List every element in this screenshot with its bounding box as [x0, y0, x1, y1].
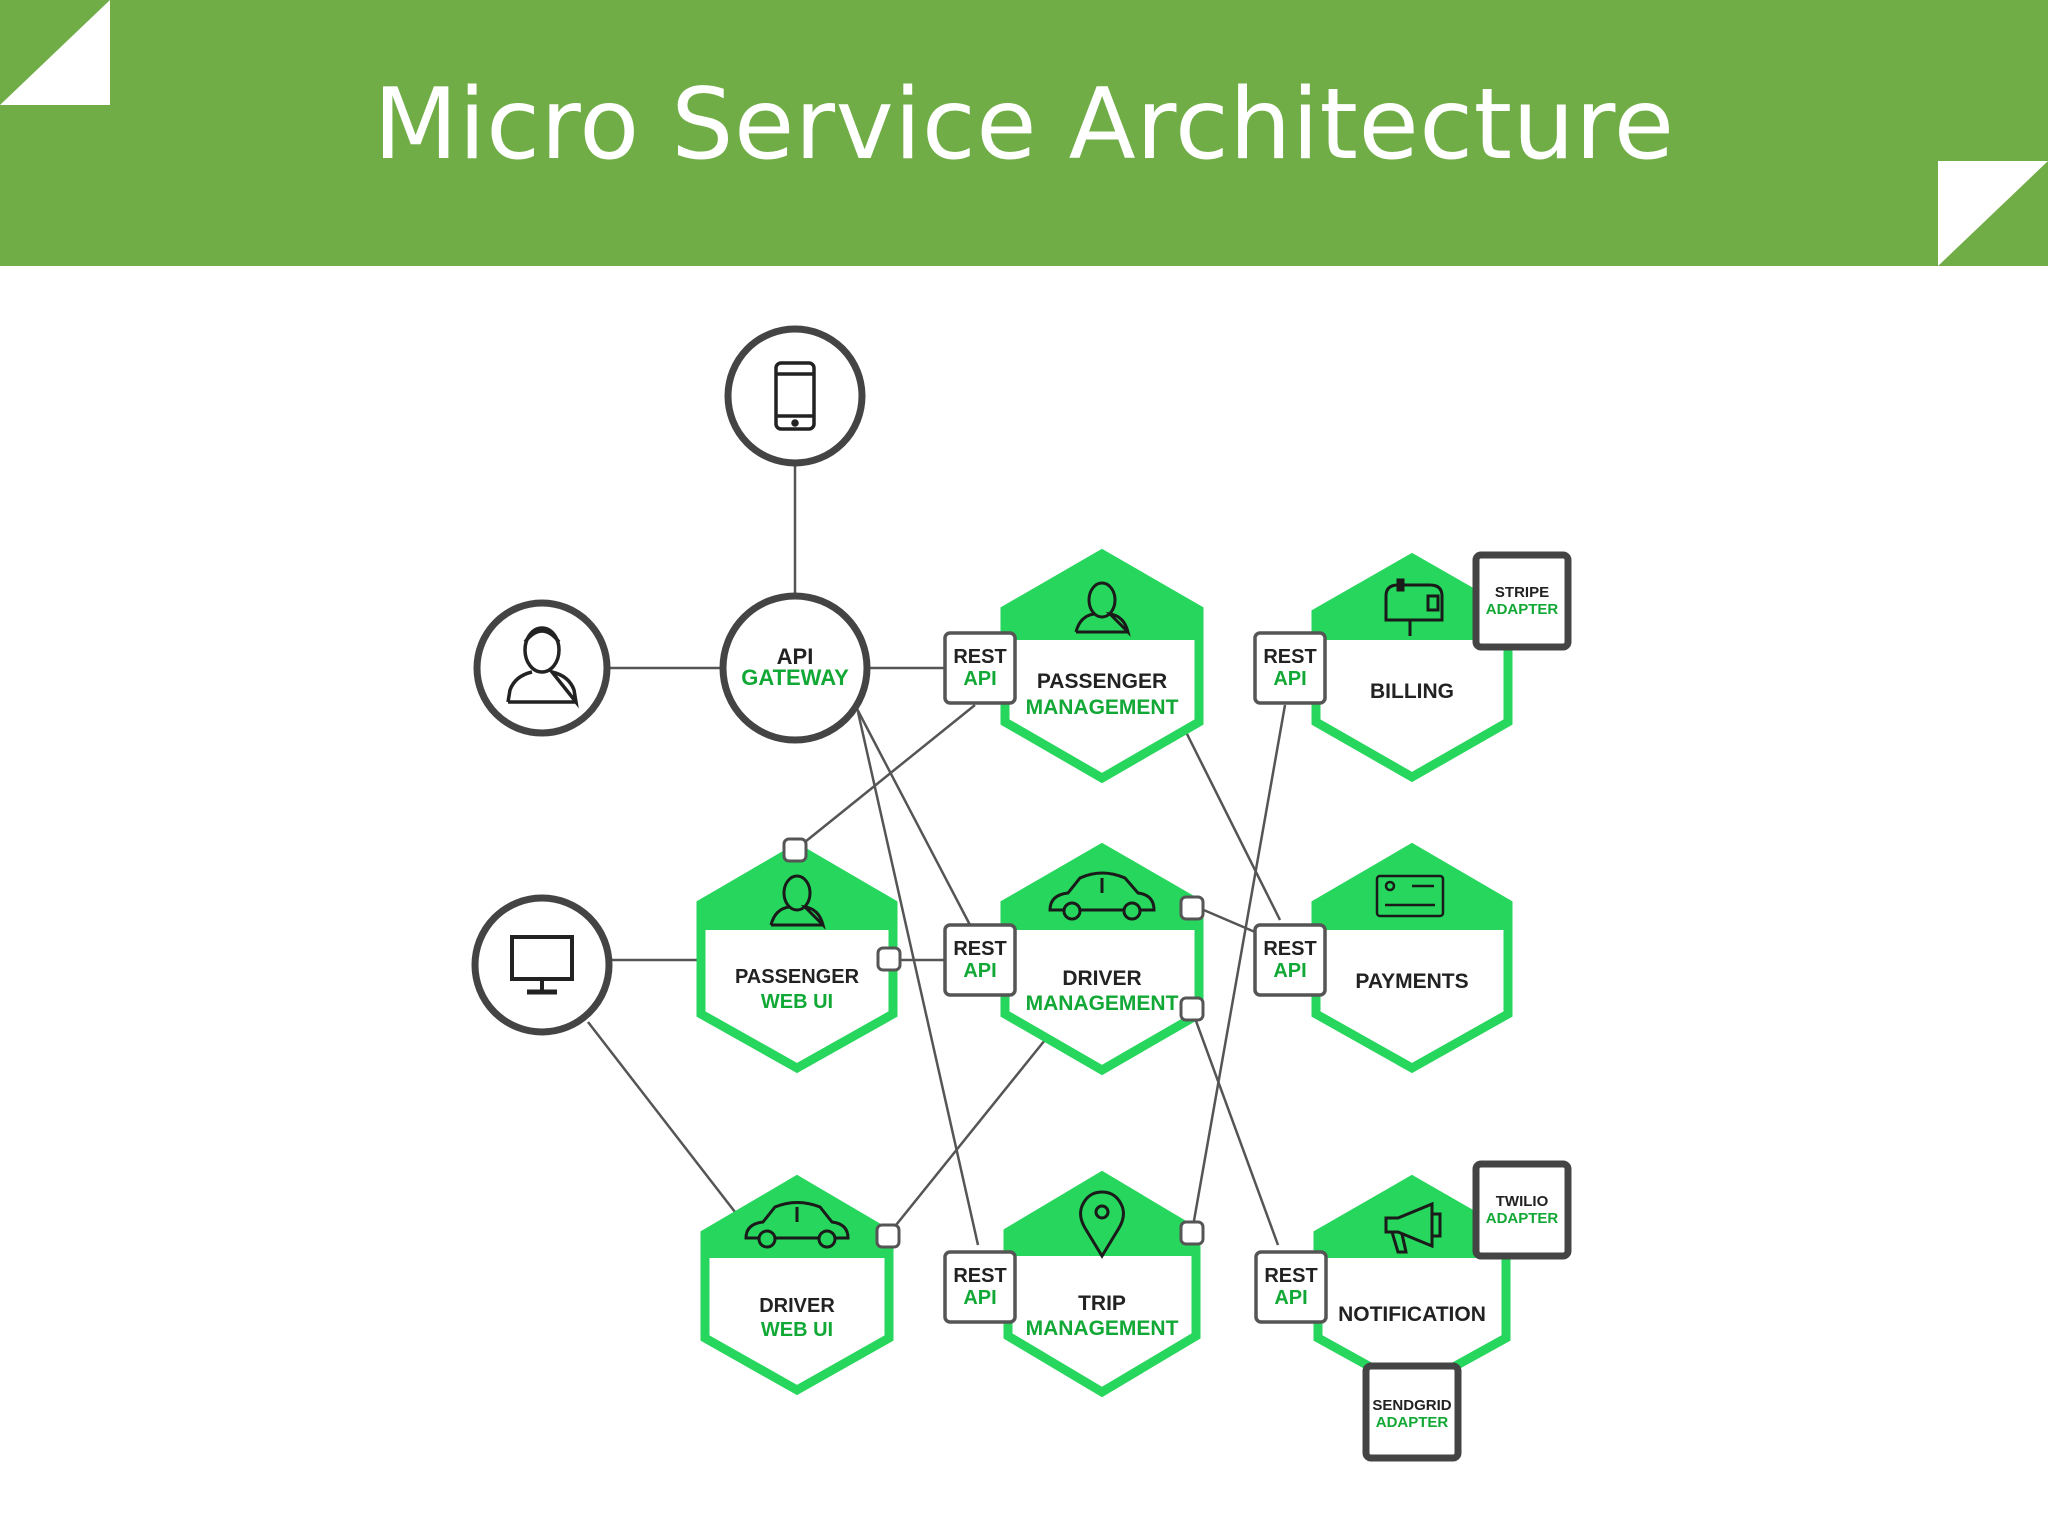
passenger-icon [1074, 581, 1131, 637]
line-passenger-webui-to-passenger-rest [794, 704, 976, 851]
adapter-twilio[interactable]: TWILIO ADAPTER [1472, 1160, 1572, 1260]
line-gateway-to-driver-rest [853, 704, 972, 926]
line-gateway-to-trip-rest [856, 711, 980, 1246]
port-passenger-web-ui-top [782, 837, 808, 863]
service-driver-management[interactable]: DRIVER MANAGEMENT [1000, 842, 1204, 1076]
stripe-adapter-label-line2: ADAPTER [1486, 601, 1559, 618]
rest-api-trip-management[interactable]: REST API [943, 1250, 1017, 1324]
twilio-adapter-label-line1: TWILIO [1496, 1193, 1549, 1210]
rest-api-label-line1: REST [1264, 1265, 1317, 1287]
service-payments[interactable]: PAYMENTS [1311, 842, 1513, 1074]
rest-api-label-line2: API [1274, 1287, 1307, 1309]
api-gateway-label-line2: GATEWAY [741, 665, 849, 690]
driver-management-label-line1: DRIVER [1062, 967, 1141, 990]
driver-management-label-line2: MANAGEMENT [1026, 992, 1179, 1015]
passenger-management-label-line1: PASSENGER [1037, 670, 1167, 693]
port-trip-management-right [1179, 1220, 1205, 1246]
web-client[interactable] [471, 894, 613, 1036]
passenger-icon [769, 874, 826, 930]
rest-api-label-line1: REST [953, 938, 1006, 960]
monitor-icon [510, 935, 574, 995]
billing-label: BILLING [1370, 680, 1454, 703]
port-driver-web-ui-right [875, 1223, 901, 1249]
notification-label: NOTIFICATION [1338, 1303, 1486, 1326]
driver-web-ui-label-line1: DRIVER [759, 1295, 835, 1317]
service-passenger-management[interactable]: PASSENGER MANAGEMENT [1000, 548, 1204, 784]
car-icon [744, 1201, 850, 1249]
service-passenger-web-ui[interactable]: PASSENGER WEB UI [696, 842, 898, 1074]
rest-api-label-line1: REST [953, 646, 1006, 668]
rest-api-label-line1: REST [1263, 646, 1316, 668]
user-icon [506, 626, 579, 709]
service-driver-web-ui[interactable]: DRIVER WEB UI [700, 1174, 894, 1396]
passenger-web-ui-label-line2: WEB UI [761, 991, 833, 1013]
rest-api-label-line2: API [1273, 960, 1306, 982]
api-gateway[interactable]: API GATEWAY [719, 592, 871, 744]
rest-api-passenger-management[interactable]: REST API [943, 631, 1017, 705]
top-left-corner-decoration [0, 0, 110, 105]
line-trip-mgmt-to-billing-rest [1190, 704, 1287, 1233]
slide-title: Micro Service Architecture [373, 68, 1675, 182]
car-icon [1048, 871, 1156, 921]
port-driver-management-bottom [1179, 996, 1205, 1022]
payments-label: PAYMENTS [1355, 970, 1468, 993]
line-driver-webui-to-driver-mgmt [887, 1039, 1046, 1236]
service-trip-management[interactable]: TRIP MANAGEMENT [1003, 1170, 1201, 1398]
rest-api-label-line2: API [963, 1287, 996, 1309]
smartphone-icon [774, 361, 816, 431]
bottom-right-corner-decoration [1938, 161, 2048, 266]
driver-web-ui-label-line2: WEB UI [761, 1319, 833, 1341]
trip-management-label-line2: MANAGEMENT [1026, 1317, 1179, 1340]
rest-api-label-line2: API [1273, 668, 1306, 690]
mobile-client[interactable] [724, 325, 866, 467]
location-pin-icon [1079, 1190, 1125, 1259]
user-client[interactable] [473, 599, 611, 737]
megaphone-icon [1384, 1201, 1442, 1254]
port-driver-management-top [1179, 895, 1205, 921]
service-billing[interactable]: BILLING [1311, 552, 1513, 783]
rest-api-payments[interactable]: REST API [1253, 923, 1327, 997]
sendgrid-adapter-label-line2: ADAPTER [1376, 1414, 1449, 1431]
adapter-stripe[interactable]: STRIPE ADAPTER [1472, 551, 1572, 651]
connections [587, 395, 1287, 1246]
mailbox-icon [1384, 578, 1444, 636]
adapter-sendgrid[interactable]: SENDGRID ADAPTER [1362, 1362, 1462, 1462]
line-passenger-mgmt-to-payments-rest [1183, 729, 1282, 921]
passenger-web-ui-label-line1: PASSENGER [735, 966, 860, 988]
rest-api-billing[interactable]: REST API [1253, 631, 1327, 705]
api-gateway-label-line1: API [777, 644, 814, 669]
passenger-management-label-line2: MANAGEMENT [1026, 696, 1179, 719]
sendgrid-adapter-label-line1: SENDGRID [1372, 1397, 1451, 1414]
twilio-adapter-label-line2: ADAPTER [1486, 1210, 1559, 1227]
rest-api-label-line1: REST [953, 1265, 1006, 1287]
rest-api-label-line2: API [963, 960, 996, 982]
rest-api-notification[interactable]: REST API [1254, 1250, 1328, 1324]
port-passenger-web-ui-right [876, 946, 902, 972]
rest-api-label-line2: API [963, 668, 996, 690]
stripe-adapter-label-line1: STRIPE [1495, 584, 1549, 601]
rest-api-label-line1: REST [1263, 938, 1316, 960]
line-web-client-to-driver-webui [587, 1021, 736, 1213]
line-driver-mgmt-to-notification-rest [1190, 1009, 1280, 1246]
credit-card-icon [1375, 874, 1445, 918]
title-banner: Micro Service Architecture [0, 0, 2048, 266]
trip-management-label-line1: TRIP [1078, 1292, 1126, 1315]
rest-api-driver-management[interactable]: REST API [943, 923, 1017, 997]
connector-ports [782, 837, 1205, 1249]
